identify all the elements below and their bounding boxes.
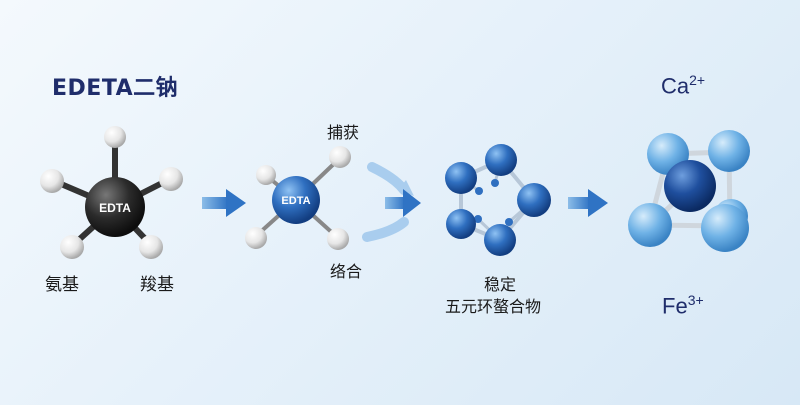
hydrogen-atom [329, 146, 351, 168]
ring-atom [484, 224, 516, 256]
hydrogen-atom [60, 235, 84, 259]
complex-curved-arrow [362, 217, 409, 242]
ligand-atom [708, 130, 750, 172]
ring-atom [517, 183, 551, 217]
ring-atom [485, 144, 517, 176]
calcium-ion-label: Ca2+ [661, 72, 705, 99]
small-atom [475, 187, 483, 195]
metal-chelate-molecule [628, 130, 750, 252]
ligand-atom [628, 203, 672, 247]
calcium-symbol: Ca [661, 73, 690, 99]
diagram-title: EDETA二钠 [52, 76, 179, 101]
capture-arrow-head [398, 180, 414, 196]
iron-charge: 3+ [687, 292, 704, 308]
capture-curved-arrow [367, 162, 409, 195]
edta-blue-center-atom [272, 176, 320, 224]
edta-center-label: EDTA [99, 201, 131, 215]
calcium-charge: 2+ [689, 72, 706, 88]
metal-ion-atom [664, 160, 716, 212]
hydrogen-atom [159, 167, 183, 191]
stable-label: 稳定 [484, 275, 517, 294]
carboxyl-label: 羧基 [140, 275, 174, 295]
iron-ion-label: Fe3+ [662, 292, 704, 319]
hydrogen-atom [256, 165, 276, 185]
arrow-right-3 [568, 189, 608, 217]
small-atom [491, 179, 499, 187]
arrow-right-1 [202, 189, 246, 217]
ring-chelate-molecule [445, 144, 551, 256]
iron-symbol: Fe [662, 293, 688, 319]
amino-label: 氨基 [45, 275, 79, 295]
edta-blue-molecule: EDTA [245, 146, 351, 250]
hydrogen-atom [139, 235, 163, 259]
hydrogen-atom [327, 228, 349, 250]
ligand-atom [701, 204, 749, 252]
edta-blue-center-label: EDTA [281, 195, 310, 207]
small-atom [505, 218, 513, 226]
arrow-right-2 [385, 189, 421, 217]
small-atom [474, 215, 482, 223]
complexation-label: 络合 [330, 262, 363, 281]
capture-label: 捕获 [327, 123, 360, 142]
hydrogen-atom [104, 126, 126, 148]
edta-center-atom [85, 177, 145, 237]
five-ring-chelate-label: 五元环螯合物 [445, 297, 542, 316]
ring-atom [446, 209, 476, 239]
ring-atom [445, 162, 477, 194]
hydrogen-atom [245, 227, 267, 249]
hydrogen-atom [40, 169, 64, 193]
edta-molecule: EDTA [40, 126, 183, 259]
